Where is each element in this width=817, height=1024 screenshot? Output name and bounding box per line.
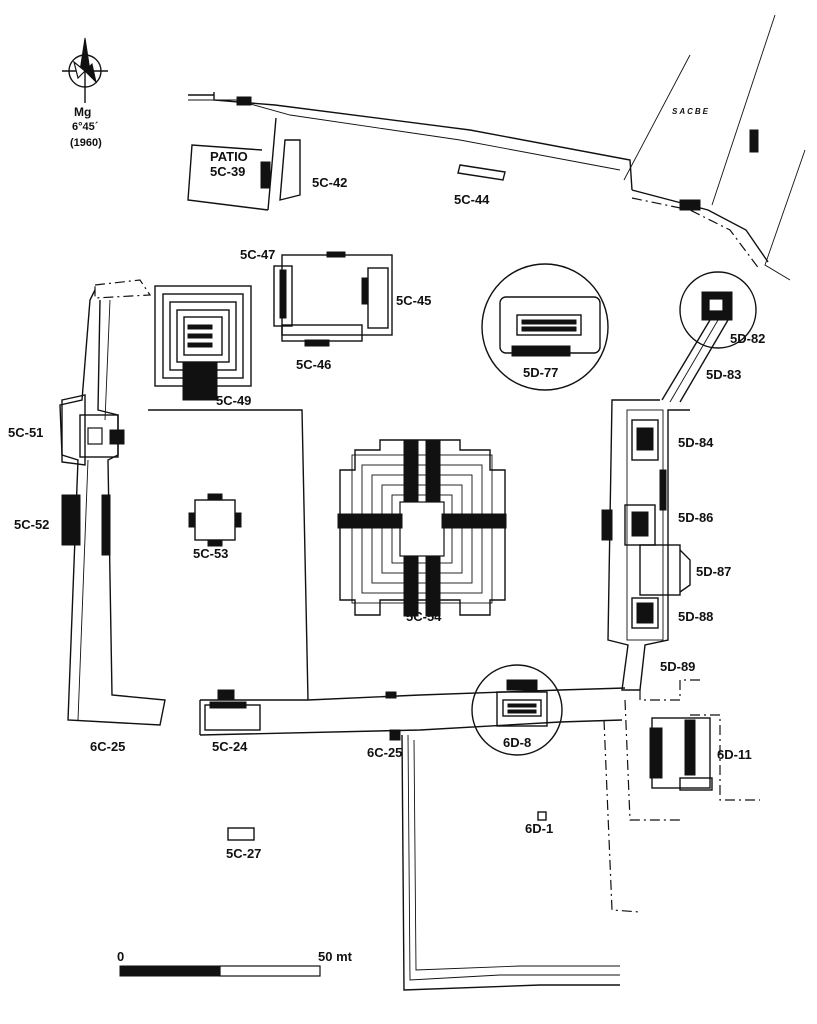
label-5d-83: 5D-83 [706, 367, 742, 382]
label-5c-52: 5C-52 [14, 517, 50, 532]
inset-5d-82 [661, 271, 757, 403]
label-5d-84: 5D-84 [678, 435, 714, 450]
sacbe-label: SACBE [672, 107, 711, 116]
label-5d-87: 5D-87 [696, 564, 732, 579]
inset-5d-77 [481, 263, 609, 391]
label-6d-11: 6D-11 [717, 747, 752, 762]
compass-year: (1960) [70, 137, 102, 149]
scale-start-label: 0 [117, 949, 125, 964]
north-causeway [187, 14, 806, 281]
label-5c-27: 5C-27 [226, 846, 262, 861]
label-5c-54: 5C-54 [406, 609, 442, 624]
scale-end-label: 50 mt [318, 949, 352, 964]
scale-bar [119, 965, 321, 977]
label-5c-24: 5C-24 [212, 739, 248, 754]
label-6d-1: 6D-1 [525, 821, 554, 836]
label-5c-42: 5C-42 [312, 175, 348, 190]
label-5d-77: 5D-77 [523, 365, 559, 380]
compass-label: Mg [74, 105, 92, 119]
east-complex [601, 399, 691, 691]
label-5c-51: 5C-51 [8, 425, 44, 440]
label-5d-86: 5D-86 [678, 510, 714, 525]
label-6d-8: 6D-8 [503, 735, 532, 750]
structure-6d-11 [649, 714, 760, 801]
label-5c-47: 5C-47 [240, 247, 276, 262]
pyramid-5c-54 [337, 439, 507, 617]
west-wall [59, 289, 166, 726]
compass-declination: 6°45´ [72, 121, 99, 133]
label-5d-89: 5D-89 [660, 659, 696, 674]
structure-5c-45 [273, 251, 393, 347]
label-5c-49: 5C-49 [216, 393, 252, 408]
label-6c-25-west: 6C-25 [90, 739, 126, 754]
patio-label: PATIO [210, 149, 248, 164]
label-5c-46: 5C-46 [296, 357, 332, 372]
label-5c-44: 5C-44 [454, 192, 490, 207]
label-5d-88: 5D-88 [678, 609, 714, 624]
north-arrow-icon [62, 37, 108, 103]
south-causeway [199, 679, 700, 821]
label-5d-82: 5D-82 [730, 331, 766, 346]
plaza-outline [148, 409, 309, 701]
label-5c-53: 5C-53 [193, 546, 229, 561]
pyramid-5c-49 [94, 279, 252, 401]
label-5c-39: 5C-39 [210, 164, 246, 179]
label-5c-45: 5C-45 [396, 293, 432, 308]
label-6c-25-south: 6C-25 [367, 745, 403, 760]
inset-6d-8 [471, 664, 563, 756]
southern-boundary [227, 719, 641, 991]
